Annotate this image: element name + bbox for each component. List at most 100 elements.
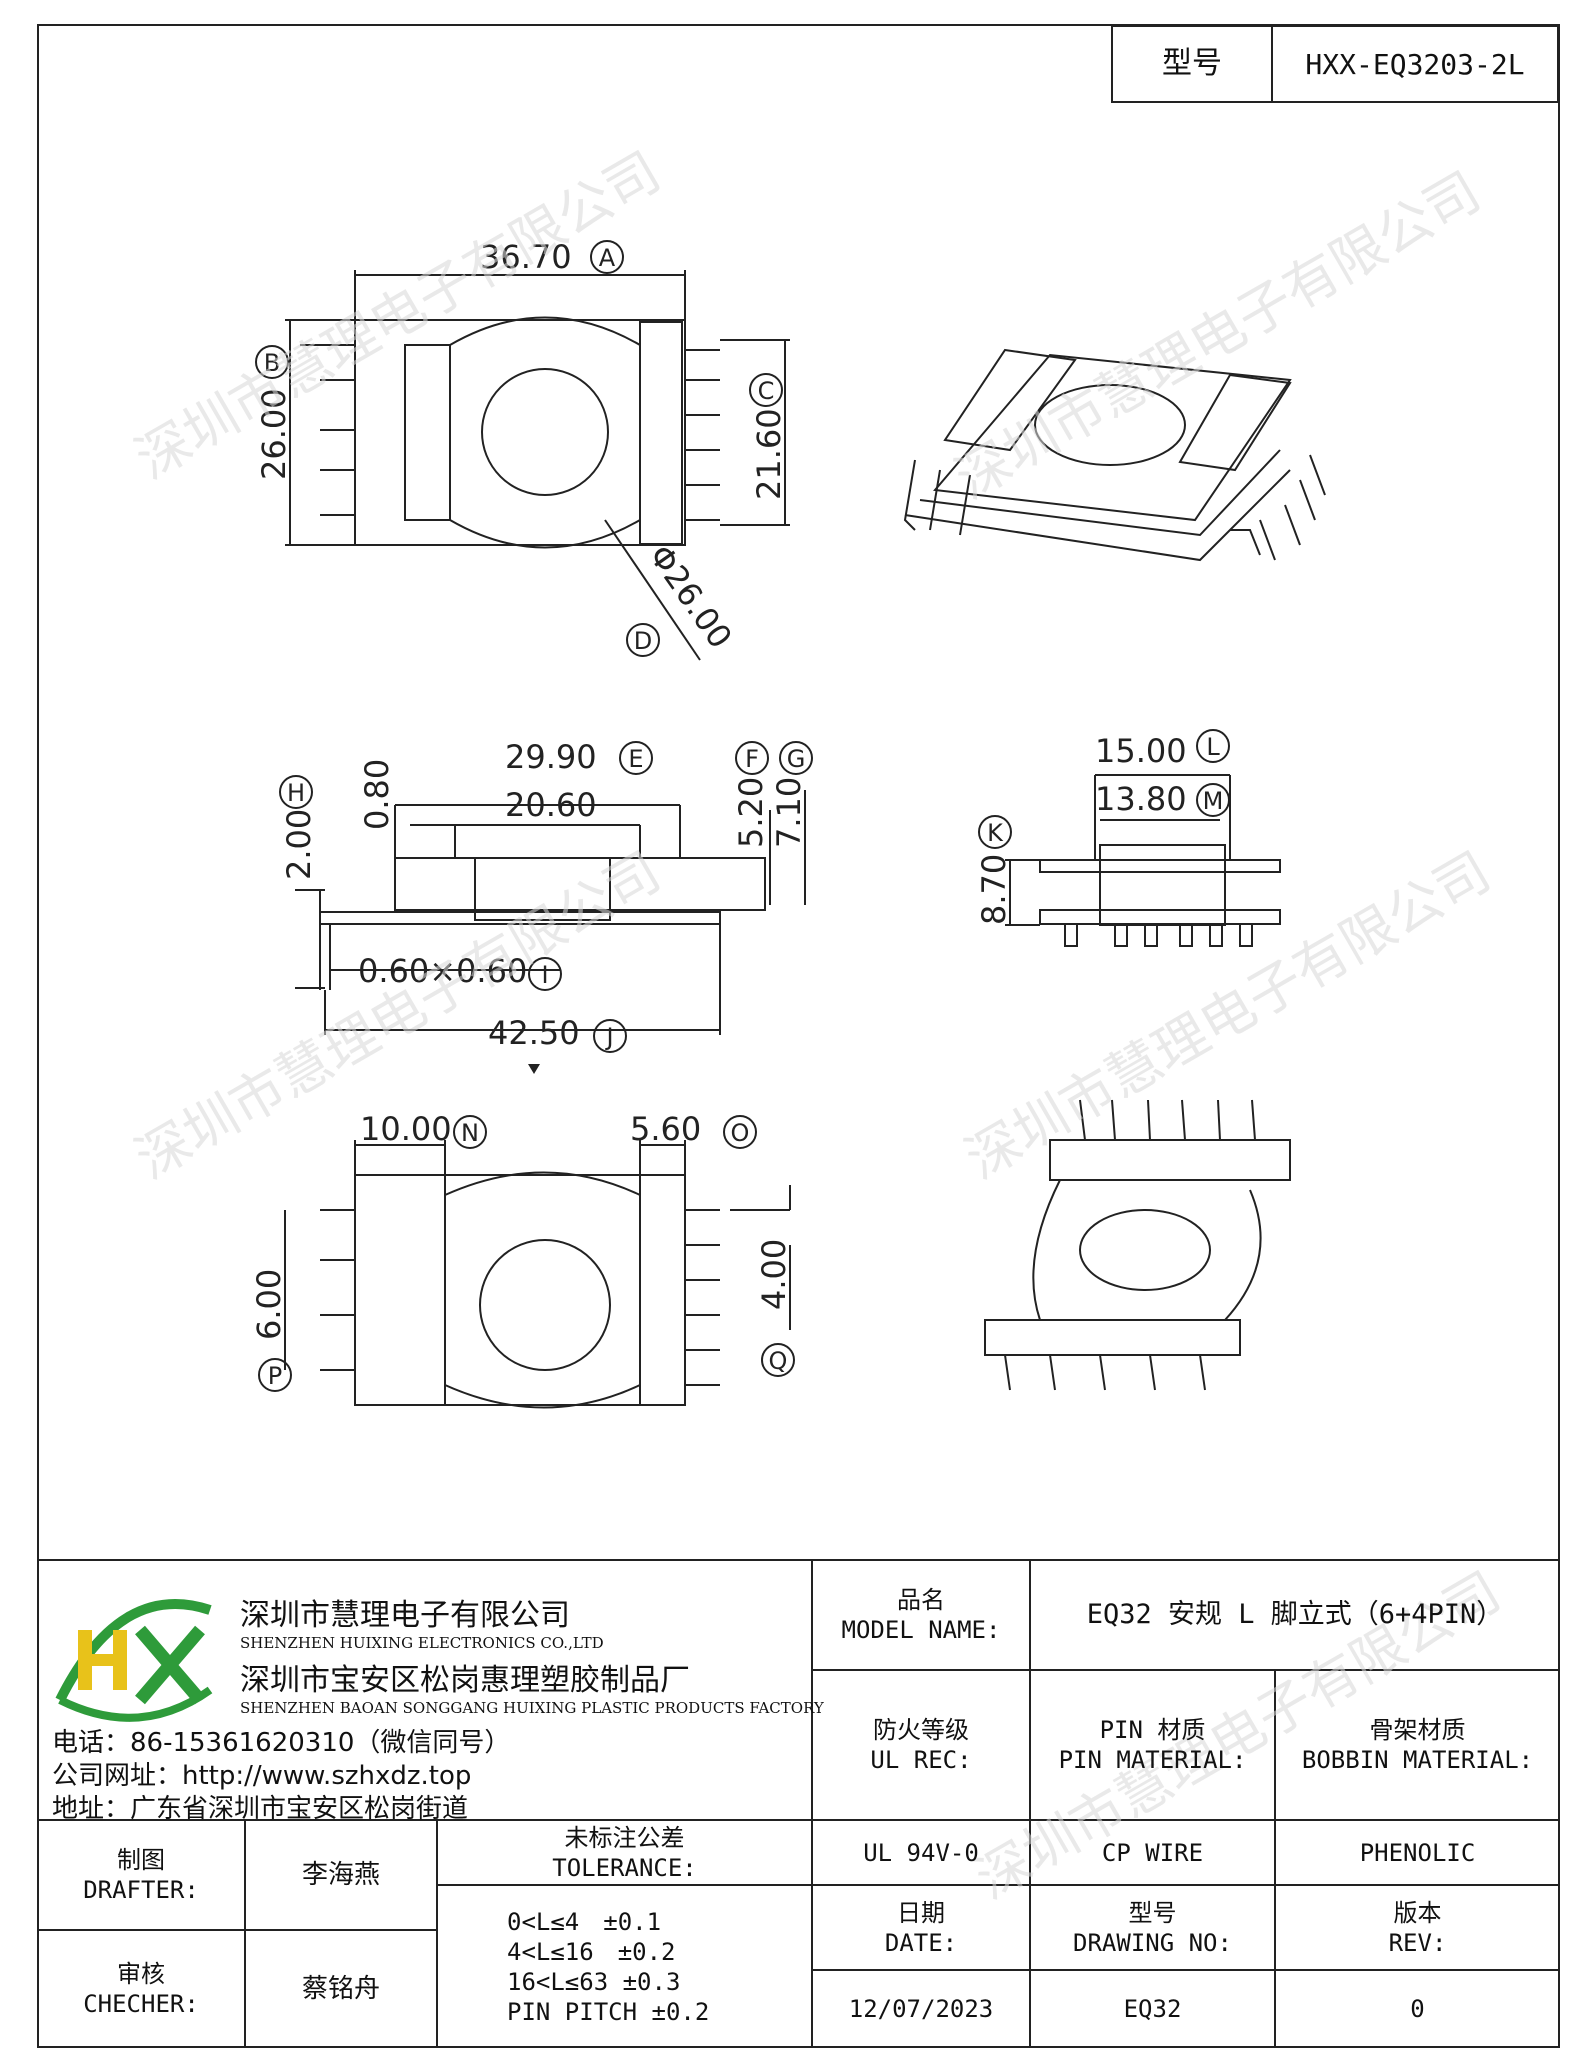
- checker-en: CHECHER:: [83, 1990, 199, 2018]
- bottom-view: [284, 1140, 791, 1409]
- marker-d: D: [634, 627, 652, 655]
- bobbin-material-value: PHENOLIC: [1359, 1838, 1476, 1867]
- drawing-no-label: 型号 DRAWING NO:: [1030, 1885, 1275, 1970]
- side-view: [1005, 774, 1281, 947]
- dim-f: 5.20: [732, 777, 770, 848]
- tolerance-line: 16<L≤63 ±0.3: [507, 1967, 681, 1996]
- fire-rating-cn: 防火等级: [873, 1716, 969, 1744]
- tolerance-en: TOLERANCE:: [552, 1853, 697, 1882]
- top-view: [285, 270, 790, 661]
- header-model-value: HXX-EQ3203-2L: [1305, 47, 1525, 81]
- date-label: 日期 DATE:: [812, 1885, 1030, 1970]
- model-name-en: MODEL NAME:: [841, 1616, 1001, 1644]
- rev-cn: 版本: [1393, 1898, 1442, 1927]
- dim-m: 13.80: [1095, 780, 1187, 818]
- marker-q: Q: [769, 1347, 788, 1375]
- date-en: DATE:: [884, 1928, 958, 1957]
- dim-e2: 20.60: [505, 786, 597, 824]
- fire-rating-label: 防火等级 UL REC:: [812, 1670, 1030, 1820]
- watermark: 深圳市慧理电子有限公司: [125, 140, 671, 492]
- rev-label: 版本 REV:: [1275, 1885, 1560, 1970]
- fire-rating-en: UL REC:: [870, 1746, 972, 1774]
- dim-g: 7.10: [770, 777, 808, 848]
- marker-k: K: [987, 819, 1004, 847]
- pin-material-label: PIN 材质 PIN MATERIAL:: [1030, 1670, 1275, 1820]
- checker-cn: 审核: [117, 1960, 165, 1988]
- tolerance-table: 0<L≤4 ±0.1 4<L≤16 ±0.2 16<L≤63 ±0.3 PIN …: [437, 1885, 812, 2048]
- title-block-grid: [37, 1559, 1560, 2048]
- fire-rating-value: UL 94V-0: [863, 1838, 979, 1867]
- tolerance-line: 0<L≤4 ±0.1: [507, 1907, 662, 1936]
- dim-k: 8.70: [975, 854, 1013, 925]
- rev-en: REV:: [1388, 1928, 1447, 1957]
- model-name-cn: 品名: [897, 1586, 945, 1614]
- header-box: [1111, 25, 1559, 103]
- tolerance-label: 未标注公差 TOLERANCE:: [437, 1820, 812, 1885]
- watermark: 深圳市慧理电子有限公司: [945, 160, 1491, 512]
- marker-c: C: [758, 377, 775, 405]
- pin-material-cn: PIN 材质: [1099, 1716, 1206, 1744]
- dim-i: 0.60×0.60: [358, 952, 527, 990]
- drafter-en: DRAFTER:: [83, 1876, 199, 1904]
- marker-i: I: [541, 961, 548, 989]
- checker-value: 蔡铭舟: [301, 1973, 380, 2004]
- dim-o: 5.60: [630, 1110, 701, 1148]
- marker-a: A: [599, 244, 616, 272]
- drawing-no-cn: 型号: [1128, 1898, 1177, 1927]
- drawing-no-en: DRAWING NO:: [1073, 1928, 1232, 1957]
- marker-o: O: [731, 1119, 750, 1147]
- dim-e: 29.90: [505, 738, 597, 776]
- dim-n: 10.00: [360, 1110, 452, 1148]
- dim-a: 36.70: [480, 238, 572, 276]
- checker-label: 审核 CHECHER:: [37, 1930, 245, 2048]
- marker-h: H: [287, 779, 305, 807]
- dim-h2: 0.80: [358, 759, 396, 830]
- date-value: 12/07/2023: [848, 1995, 994, 2023]
- company-name-en-2: SHENZHEN BAOAN SONGGANG HUIXING PLASTIC …: [240, 1699, 824, 1717]
- tolerance-line: PIN PITCH ±0.2: [507, 1997, 710, 2026]
- company-phone: 电话：86-15361620310（微信同号）: [52, 1728, 511, 1758]
- marker-p: P: [268, 1362, 282, 1390]
- header-model-label: 型号: [1162, 46, 1222, 82]
- bobbin-material-label: 骨架材质 BOBBIN MATERIAL:: [1275, 1670, 1560, 1820]
- bobbin-material-en: BOBBIN MATERIAL:: [1301, 1746, 1534, 1774]
- marker-g: G: [787, 745, 806, 773]
- model-name-label: 品名 MODEL NAME:: [812, 1560, 1030, 1670]
- dim-q: 4.00: [755, 1239, 793, 1310]
- marker-f: F: [745, 745, 759, 773]
- dim-l: 15.00: [1095, 732, 1187, 770]
- pin-material-value: CP WIRE: [1101, 1838, 1204, 1867]
- drafter-label: 制图 DRAFTER:: [37, 1820, 245, 1930]
- front-view: [295, 790, 806, 1035]
- company-name-cn-2: 深圳市宝安区松岗惠理塑胶制品厂: [240, 1663, 690, 1698]
- marker-e: E: [628, 745, 643, 773]
- iso-view-bottom: [984, 1099, 1291, 1391]
- drawing-no-value: EQ32: [1123, 1995, 1182, 2023]
- tolerance-cn: 未标注公差: [564, 1823, 685, 1852]
- marker-l: L: [1206, 733, 1220, 761]
- company-name-en-1: SHENZHEN HUIXING ELECTRONICS CO.,LTD: [240, 1634, 604, 1652]
- drawing-frame: [37, 24, 1560, 2048]
- dim-b: 26.00: [255, 388, 293, 480]
- marker-m: M: [1203, 787, 1224, 815]
- dim-p: 6.00: [250, 1269, 288, 1340]
- rev-value: 0: [1410, 1995, 1425, 2023]
- pin-material-en: PIN MATERIAL:: [1058, 1746, 1247, 1774]
- dim-c: 21.60: [750, 408, 788, 500]
- dim-j: 42.50: [488, 1014, 580, 1052]
- company-address: 地址：广东省深圳市宝安区松岗街道: [52, 1794, 469, 1824]
- tolerance-line: 4<L≤16 ±0.2: [507, 1937, 676, 1966]
- company-website: 公司网址：http://www.szhxdz.top: [52, 1761, 472, 1791]
- marker-j: J: [604, 1023, 613, 1051]
- company-name-cn-1: 深圳市慧理电子有限公司: [240, 1598, 570, 1633]
- watermark: 深圳市慧理电子有限公司: [955, 840, 1501, 1192]
- dim-h: 2.00: [280, 809, 318, 880]
- model-name-value: EQ32 安规 L 脚立式（6+4PIN）: [1086, 1599, 1504, 1631]
- date-cn: 日期: [897, 1898, 945, 1927]
- marker-n: N: [461, 1119, 479, 1147]
- drafter-value: 李海燕: [301, 1859, 380, 1890]
- marker-b: B: [264, 349, 280, 377]
- drafter-cn: 制图: [117, 1846, 165, 1874]
- bobbin-material-cn: 骨架材质: [1369, 1716, 1466, 1744]
